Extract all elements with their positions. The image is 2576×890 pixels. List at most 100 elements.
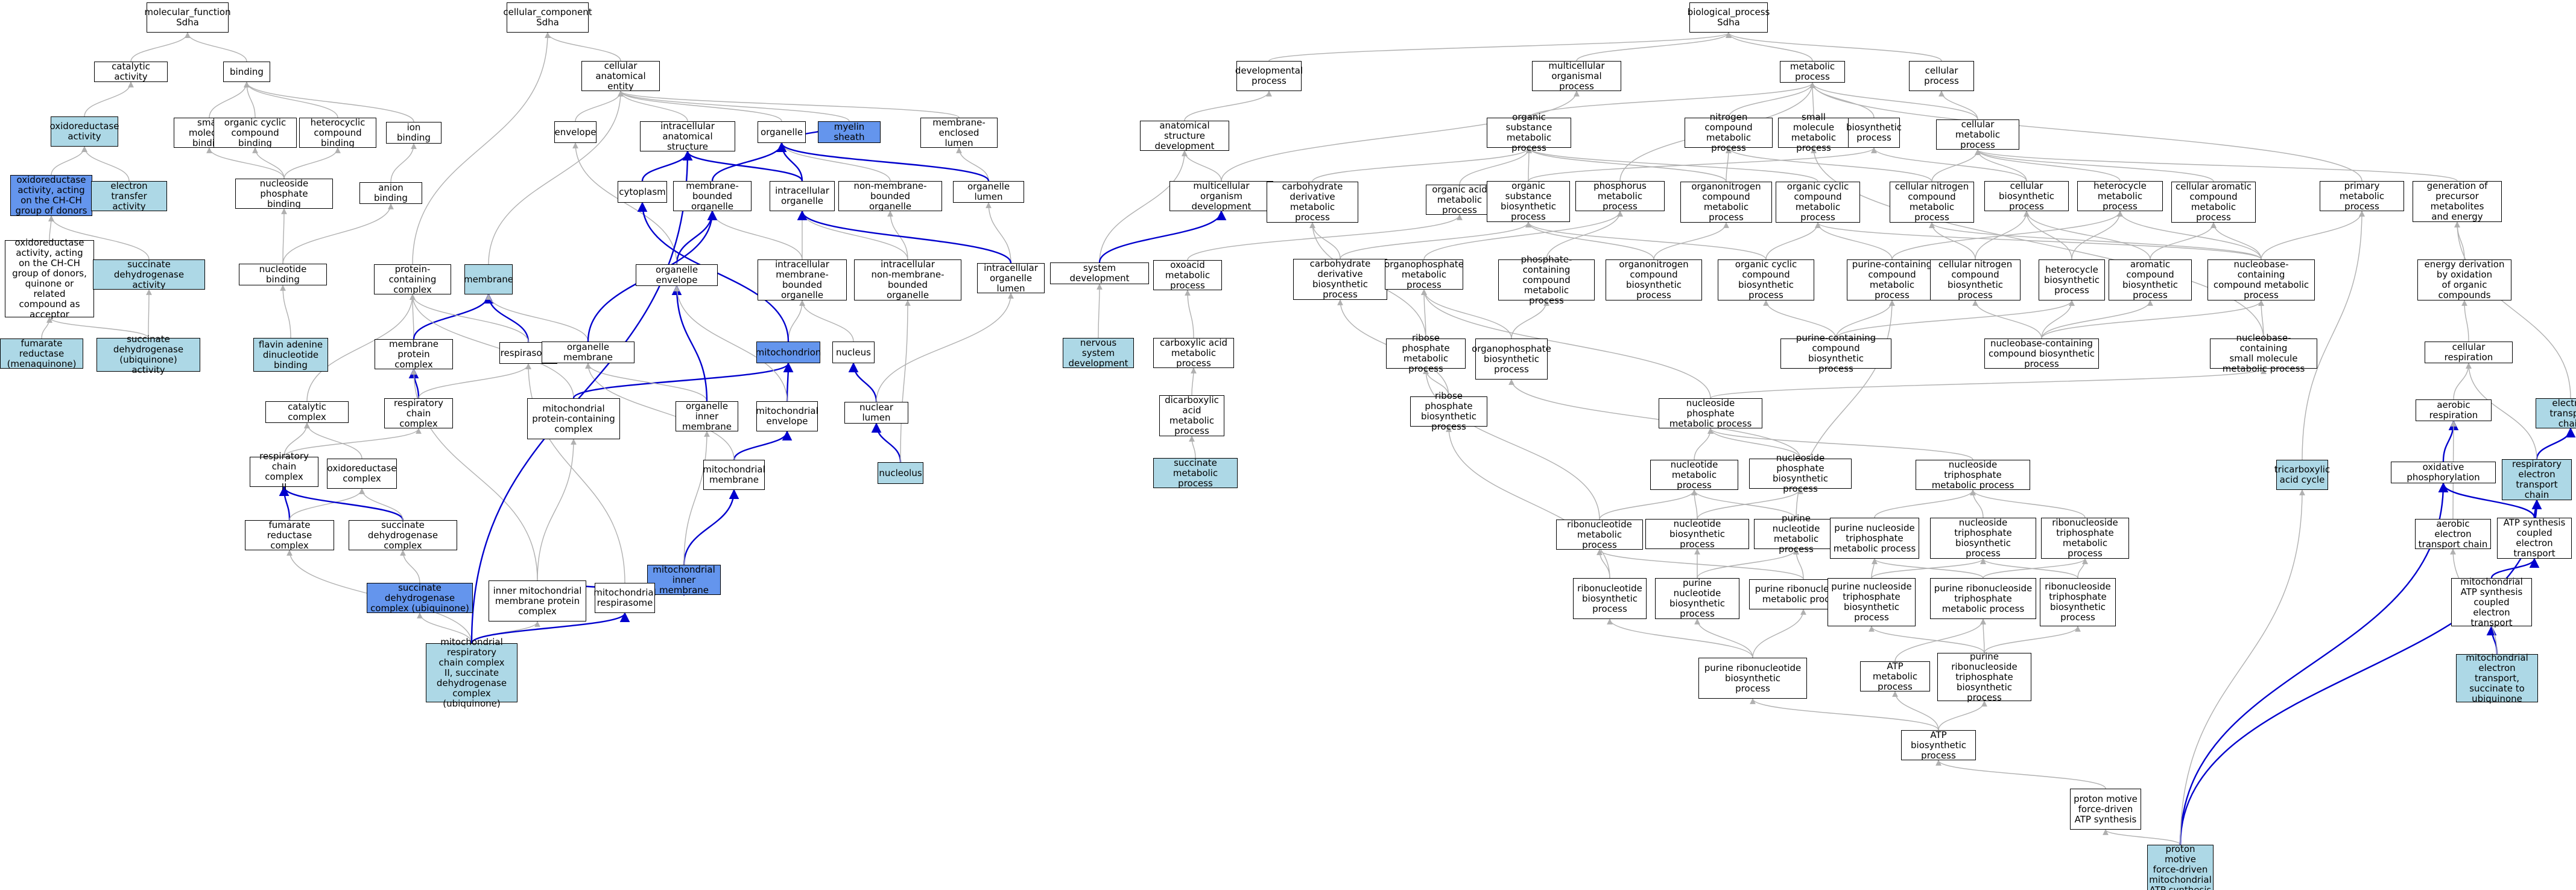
- node-multicellular[interactable]: multicellular organismal process: [1532, 60, 1621, 91]
- node-nucleobase-small-met[interactable]: nucleobase-containing small molecule met…: [2210, 333, 2317, 374]
- node-purine-nucleoside-tri-bio[interactable]: purine nucleoside triphosphate biosynthe…: [1828, 578, 1916, 626]
- node-resp-chain-complex-ii[interactable]: respiratory chain complex II: [250, 451, 318, 492]
- node-mito-membrane[interactable]: mitochondrial membrane: [703, 460, 765, 490]
- node-succ-dh-complex[interactable]: succinate dehydrogenase complex: [349, 520, 457, 550]
- node-metabolic[interactable]: metabolic process: [1780, 61, 1845, 83]
- node-cell-aromatic-met[interactable]: cellular aromatic compound metabolic pro…: [2171, 182, 2256, 223]
- node-membrane-bounded[interactable]: membrane-bounded organelle: [673, 180, 752, 211]
- node-electron-transport-chain[interactable]: electron transport chain: [2536, 398, 2576, 428]
- node-ribonucleotide-met[interactable]: ribonucleotide metabolic process: [1556, 519, 1643, 550]
- node-oxidative-phos[interactable]: oxidative phosphorylation: [2391, 462, 2496, 483]
- node-intra-organelle[interactable]: intracellular organelle: [770, 181, 835, 211]
- node-phosphorus-met[interactable]: phosphorus metabolic process: [1575, 180, 1665, 211]
- node-intra-org-lumen[interactable]: intracellular organelle lumen: [977, 262, 1045, 293]
- node-nucleus[interactable]: nucleus: [832, 342, 875, 363]
- node-oxidoreductase[interactable]: oxidoreductase activity: [50, 116, 119, 147]
- node-purine-ribonucleoside-tri-met[interactable]: purine ribonucleoside triphosphate metab…: [1930, 578, 2036, 619]
- node-nucleobase-bio[interactable]: nucleobase-containing compound biosynthe…: [1984, 338, 2099, 369]
- node-membrane[interactable]: membrane: [464, 264, 513, 294]
- node-purine-nucleotide-bio[interactable]: purine nucleotide biosynthetic process: [1655, 578, 1739, 619]
- node-intra-non-mem[interactable]: intracellular non-membrane-bounded organ…: [854, 259, 961, 300]
- node-mitochondrion[interactable]: mitochondrion: [756, 342, 821, 363]
- node-resp-chain-complex[interactable]: respiratory chain complex: [384, 398, 453, 428]
- node-cellular-bio[interactable]: cellular biosynthetic process: [1984, 180, 2069, 211]
- node-anion-binding[interactable]: anion binding: [359, 182, 422, 204]
- node-primary-met[interactable]: primary metabolic process: [2320, 180, 2404, 211]
- node-ribonucleoside-tri-bio[interactable]: ribonucleoside triphosphate biosynthetic…: [2040, 578, 2116, 626]
- node-org-cyclic-bio[interactable]: organic cyclic compound biosynthetic pro…: [1718, 259, 1814, 300]
- node-succinate-met[interactable]: succinate metabolic process: [1153, 457, 1238, 488]
- node-cellular-met[interactable]: cellular metabolic process: [1936, 119, 2019, 150]
- node-organophos-bio[interactable]: organophosphate biosynthetic process: [1472, 339, 1551, 380]
- node-org-acid-met[interactable]: organic acid metabolic process: [1426, 184, 1493, 215]
- node-bp-root[interactable]: biological_process Sdha: [1688, 2, 1770, 33]
- node-proton-motive-mito[interactable]: proton motive force-driven mitochondrial…: [2147, 844, 2214, 890]
- node-org-cyclic-met[interactable]: organic cyclic compound metabolic proces…: [1776, 182, 1860, 223]
- node-nucleotide-met[interactable]: nucleotide metabolic process: [1650, 459, 1738, 490]
- node-mito-resp-chain-ii[interactable]: mitochondrial respiratory chain complex …: [426, 637, 517, 708]
- node-mito-envelope[interactable]: mitochondrial envelope: [756, 401, 818, 431]
- node-cell-anat[interactable]: cellular anatomical entity: [581, 60, 660, 91]
- node-fad-binding[interactable]: flavin adenine dinucleotide binding: [253, 338, 328, 372]
- node-binding[interactable]: binding: [223, 62, 270, 82]
- node-nucleoside-phos-bio[interactable]: nucleoside phosphate biosynthetic proces…: [1749, 453, 1852, 494]
- node-heterocycle-met[interactable]: heterocycle metabolic process: [2077, 180, 2163, 211]
- node-developmental[interactable]: developmental process: [1235, 61, 1303, 91]
- node-carboxylic-met[interactable]: carboxylic acid metabolic process: [1153, 337, 1234, 368]
- node-succ-dh-ubiq-activity[interactable]: succinate dehydrogenase (ubiquinone) act…: [97, 334, 200, 375]
- node-organelle-envelope[interactable]: organelle envelope: [636, 264, 718, 286]
- node-ribose-phos-met[interactable]: ribose phosphate metabolic process: [1386, 333, 1466, 374]
- node-heterocycle-bio[interactable]: heterocycle biosynthetic process: [2039, 259, 2105, 300]
- node-nucleoside-tri-bio[interactable]: nucleoside triphosphate biosynthetic pro…: [1930, 518, 2036, 559]
- node-mito-respirasome[interactable]: mitochondrial respirasome: [593, 583, 656, 613]
- node-intra-anat[interactable]: intracellular anatomical structure: [640, 121, 735, 151]
- node-succ-dh-activity[interactable]: succinate dehydrogenase activity: [93, 259, 205, 290]
- node-organonitrogen-met[interactable]: organonitrogen compound metabolic proces…: [1680, 182, 1772, 223]
- node-fumarate-reductase[interactable]: fumarate reductase (menaquinone): [0, 338, 83, 369]
- node-nucleobase-met[interactable]: nucleobase-containing compound metabolic…: [2207, 259, 2315, 300]
- node-org-subst-met[interactable]: organic substance metabolic process: [1487, 112, 1571, 153]
- node-protein-complex[interactable]: protein-containing complex: [374, 264, 451, 294]
- node-purine-ribonucleotide-bio[interactable]: purine ribonucleotide biosynthetic proce…: [1698, 658, 1807, 699]
- node-tca-cycle[interactable]: tricarboxylic acid cycle: [2274, 460, 2330, 490]
- node-membrane-protein[interactable]: membrane protein complex: [375, 339, 453, 369]
- node-aerobic-resp[interactable]: aerobic respiration: [2416, 399, 2492, 421]
- node-mito-atp-synth[interactable]: mitochondrial ATP synthesis coupled elec…: [2451, 576, 2532, 628]
- node-small-mol-met[interactable]: small molecule metabolic process: [1778, 112, 1849, 153]
- node-atp-bio[interactable]: ATP biosynthetic process: [1901, 729, 1976, 760]
- node-fumarate-complex[interactable]: fumarate reductase complex: [245, 520, 334, 550]
- node-phos-containing-bio[interactable]: phosphate-containing compound metabolic …: [1498, 254, 1595, 305]
- node-ribonucleoside-tri-met[interactable]: ribonucleoside triphosphate metabolic pr…: [2041, 518, 2129, 559]
- node-nucleoside-tri-met[interactable]: nucleoside triphosphate metabolic proces…: [1916, 459, 2030, 490]
- node-organelle-lumen[interactable]: organelle lumen: [953, 181, 1024, 203]
- node-electron-transfer[interactable]: electron transfer activity: [91, 180, 167, 211]
- node-carb-deriv-bio[interactable]: carbohydrate derivative biosynthetic pro…: [1293, 259, 1387, 300]
- node-organelle-membrane[interactable]: organelle membrane: [542, 342, 635, 363]
- node-org-subst-bio[interactable]: organic substance biosynthetic process: [1487, 181, 1570, 222]
- node-non-membrane[interactable]: non-membrane-bounded organelle: [838, 180, 942, 211]
- node-organelle[interactable]: organelle: [758, 121, 806, 143]
- node-succ-dh-complex-ubiq[interactable]: succinate dehydrogenase complex (ubiquin…: [367, 582, 473, 613]
- node-membrane-enclosed[interactable]: membrane-enclosed lumen: [920, 117, 998, 148]
- node-nucleotide-bio[interactable]: nucleotide biosynthetic process: [1645, 518, 1749, 549]
- node-nitrogen-met[interactable]: nitrogen compound metabolic process: [1685, 112, 1773, 153]
- node-nervous-dev[interactable]: nervous system development: [1063, 337, 1134, 368]
- node-envelope[interactable]: envelope: [554, 121, 597, 143]
- node-purine-containing-met[interactable]: purine-containing compound metabolic pro…: [1847, 259, 1937, 300]
- node-cellular-process[interactable]: cellular process: [1909, 61, 1974, 91]
- node-nuclear-lumen[interactable]: nuclear lumen: [844, 402, 908, 424]
- node-organophos-met[interactable]: organophosphate metabolic process: [1384, 258, 1464, 290]
- node-purine-containing-bio[interactable]: purine-containing compound biosynthetic …: [1780, 333, 1891, 374]
- node-nucleotide-binding[interactable]: nucleotide binding: [239, 264, 327, 285]
- node-nucleoside-phos-met[interactable]: nucleoside phosphate metabolic process: [1659, 398, 1762, 428]
- node-biosynthetic[interactable]: biosynthetic process: [1846, 118, 1902, 148]
- node-intra-mem-bounded[interactable]: intracellular membrane-bounded organelle: [758, 259, 847, 300]
- node-anat-dev[interactable]: anatomical structure development: [1140, 120, 1229, 151]
- node-ion-binding[interactable]: ion binding: [386, 122, 441, 144]
- node-cellular-resp[interactable]: cellular respiration: [2425, 342, 2513, 363]
- node-aromatic-bio[interactable]: aromatic compound biosynthetic process: [2109, 259, 2192, 300]
- node-hetero-binding[interactable]: heterocyclic compound binding: [299, 117, 376, 148]
- node-mito-inner-membrane[interactable]: mitochondrial inner membrane: [647, 564, 721, 595]
- node-multi-dev[interactable]: multicellular organism development: [1169, 180, 1273, 211]
- node-cell-nitrogen-met[interactable]: cellular nitrogen compound metabolic pro…: [1890, 182, 1974, 223]
